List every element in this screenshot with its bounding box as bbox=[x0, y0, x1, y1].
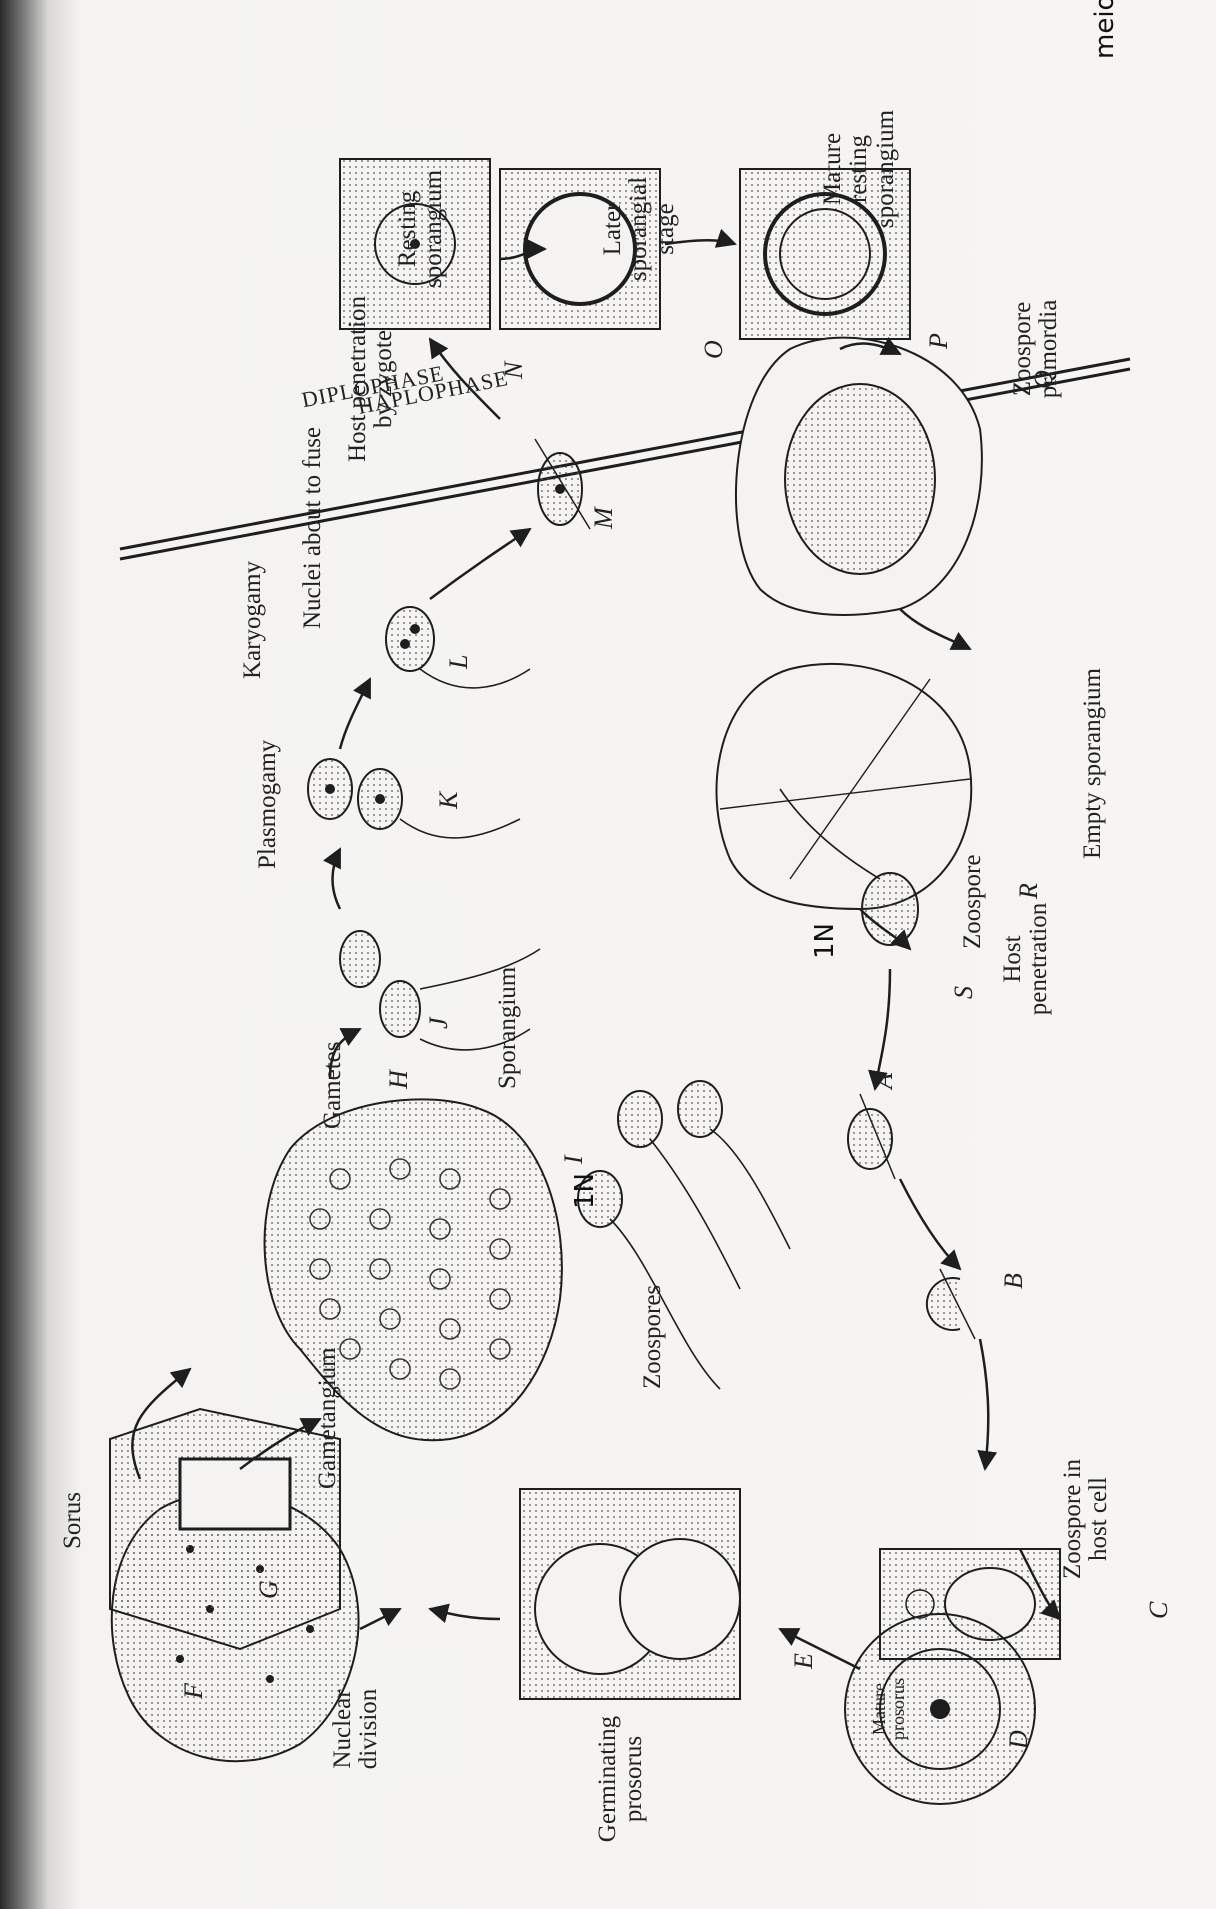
germinating-prosorus-cell bbox=[520, 1489, 740, 1699]
label-nuclear-division: Nuclear division bbox=[330, 1669, 383, 1789]
label-plasmogamy: Plasmogamy bbox=[255, 740, 281, 869]
handwritten-meiosis: meio bbox=[1090, 0, 1120, 59]
letter-l: L bbox=[445, 655, 472, 669]
zygote-penetration bbox=[535, 439, 590, 529]
letter-r: R bbox=[1015, 883, 1042, 899]
label-empty-sporangium: Empty sporangium bbox=[1080, 668, 1106, 859]
letter-b: B bbox=[1000, 1273, 1027, 1289]
zoospores-cells bbox=[578, 1081, 790, 1389]
label-sorus: Sorus bbox=[60, 1492, 86, 1549]
letter-s: S bbox=[950, 986, 977, 999]
label-germinating-prosorus: Germinating prosorus bbox=[595, 1709, 648, 1849]
label-host-penetration: Host penetration bbox=[1000, 889, 1053, 1029]
letter-p: P bbox=[925, 333, 952, 349]
letter-c: C bbox=[1145, 1602, 1172, 1619]
host-entry-cell bbox=[927, 1269, 975, 1339]
host-penetration-cell bbox=[848, 1094, 895, 1179]
label-sporangium: Sporangium bbox=[495, 967, 521, 1089]
zoospore-primordia-cell bbox=[736, 338, 982, 615]
label-mature-prosorus: Mature prosorus bbox=[870, 1659, 908, 1759]
handwritten-1n-b: 1N bbox=[570, 1173, 600, 1209]
label-karyogamy: Karyogamy bbox=[240, 561, 266, 679]
letter-h: H bbox=[385, 1070, 412, 1089]
handwritten-1n-a: 1N bbox=[810, 923, 840, 959]
letter-n: N bbox=[500, 362, 527, 379]
letter-k: K bbox=[435, 792, 462, 809]
label-resting-sporangium: Resting sporangium bbox=[395, 169, 448, 289]
letter-g: G bbox=[255, 1580, 282, 1599]
label-zoospore: Zoospore bbox=[960, 855, 986, 949]
empty-sporangium-cell bbox=[717, 664, 972, 909]
letter-q: Q bbox=[1030, 370, 1057, 389]
letter-j: J bbox=[425, 1017, 452, 1029]
plasmogamy-cell bbox=[308, 759, 520, 838]
nuclear-division-cell bbox=[110, 1409, 340, 1649]
letter-e: E bbox=[790, 1653, 817, 1669]
letter-m: M bbox=[590, 507, 617, 529]
karyogamy-cell bbox=[386, 607, 530, 688]
label-mature-resting-sporangium: Mature resting sporangium bbox=[820, 109, 899, 229]
letter-f: F bbox=[180, 1683, 207, 1699]
gametangium-cell bbox=[265, 1099, 562, 1440]
label-later-sporangial-stage: Later sporangial stage bbox=[600, 169, 679, 289]
label-zoospore-in-host-cell: Zoospore in host cell bbox=[1060, 1449, 1113, 1589]
letter-a: A bbox=[870, 1073, 897, 1089]
letter-i: I bbox=[560, 1155, 587, 1164]
label-gametangium: Gametangium bbox=[315, 1347, 341, 1489]
letter-d: D bbox=[1005, 1730, 1032, 1749]
label-gametes: Gametes bbox=[320, 1042, 346, 1129]
label-zoospore-primordia: Zoospore primordia bbox=[1010, 289, 1063, 409]
label-zoospores: Zoospores bbox=[640, 1285, 666, 1389]
label-nuclei-about-to-fuse: Nuclei about to fuse bbox=[300, 427, 326, 629]
letter-o: O bbox=[700, 340, 727, 359]
